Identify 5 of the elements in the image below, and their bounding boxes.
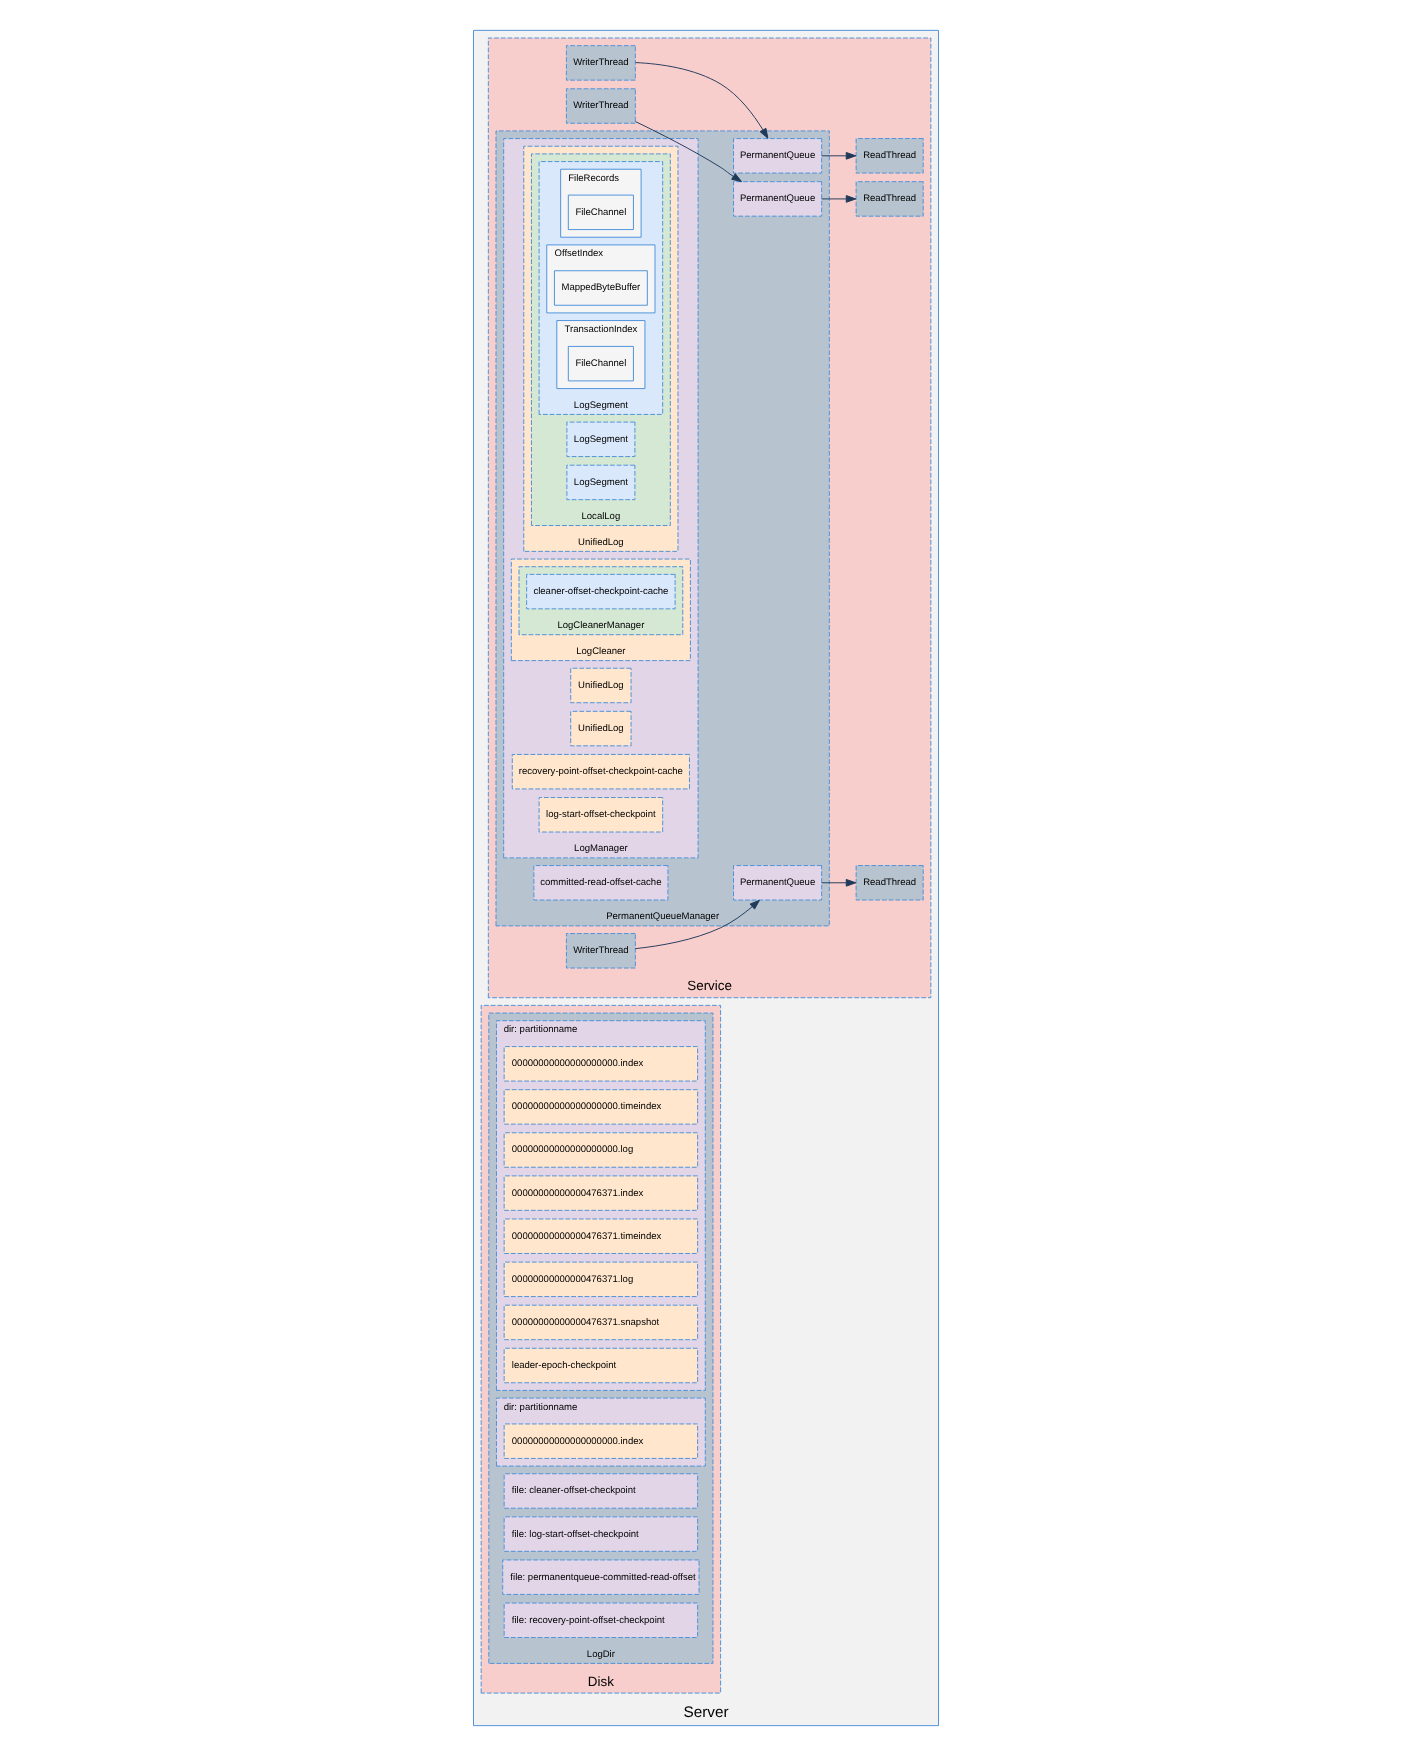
arrow <box>635 62 769 139</box>
arrow <box>634 899 760 950</box>
arrow <box>821 878 857 887</box>
arrow <box>821 195 857 203</box>
arrow <box>821 152 857 160</box>
